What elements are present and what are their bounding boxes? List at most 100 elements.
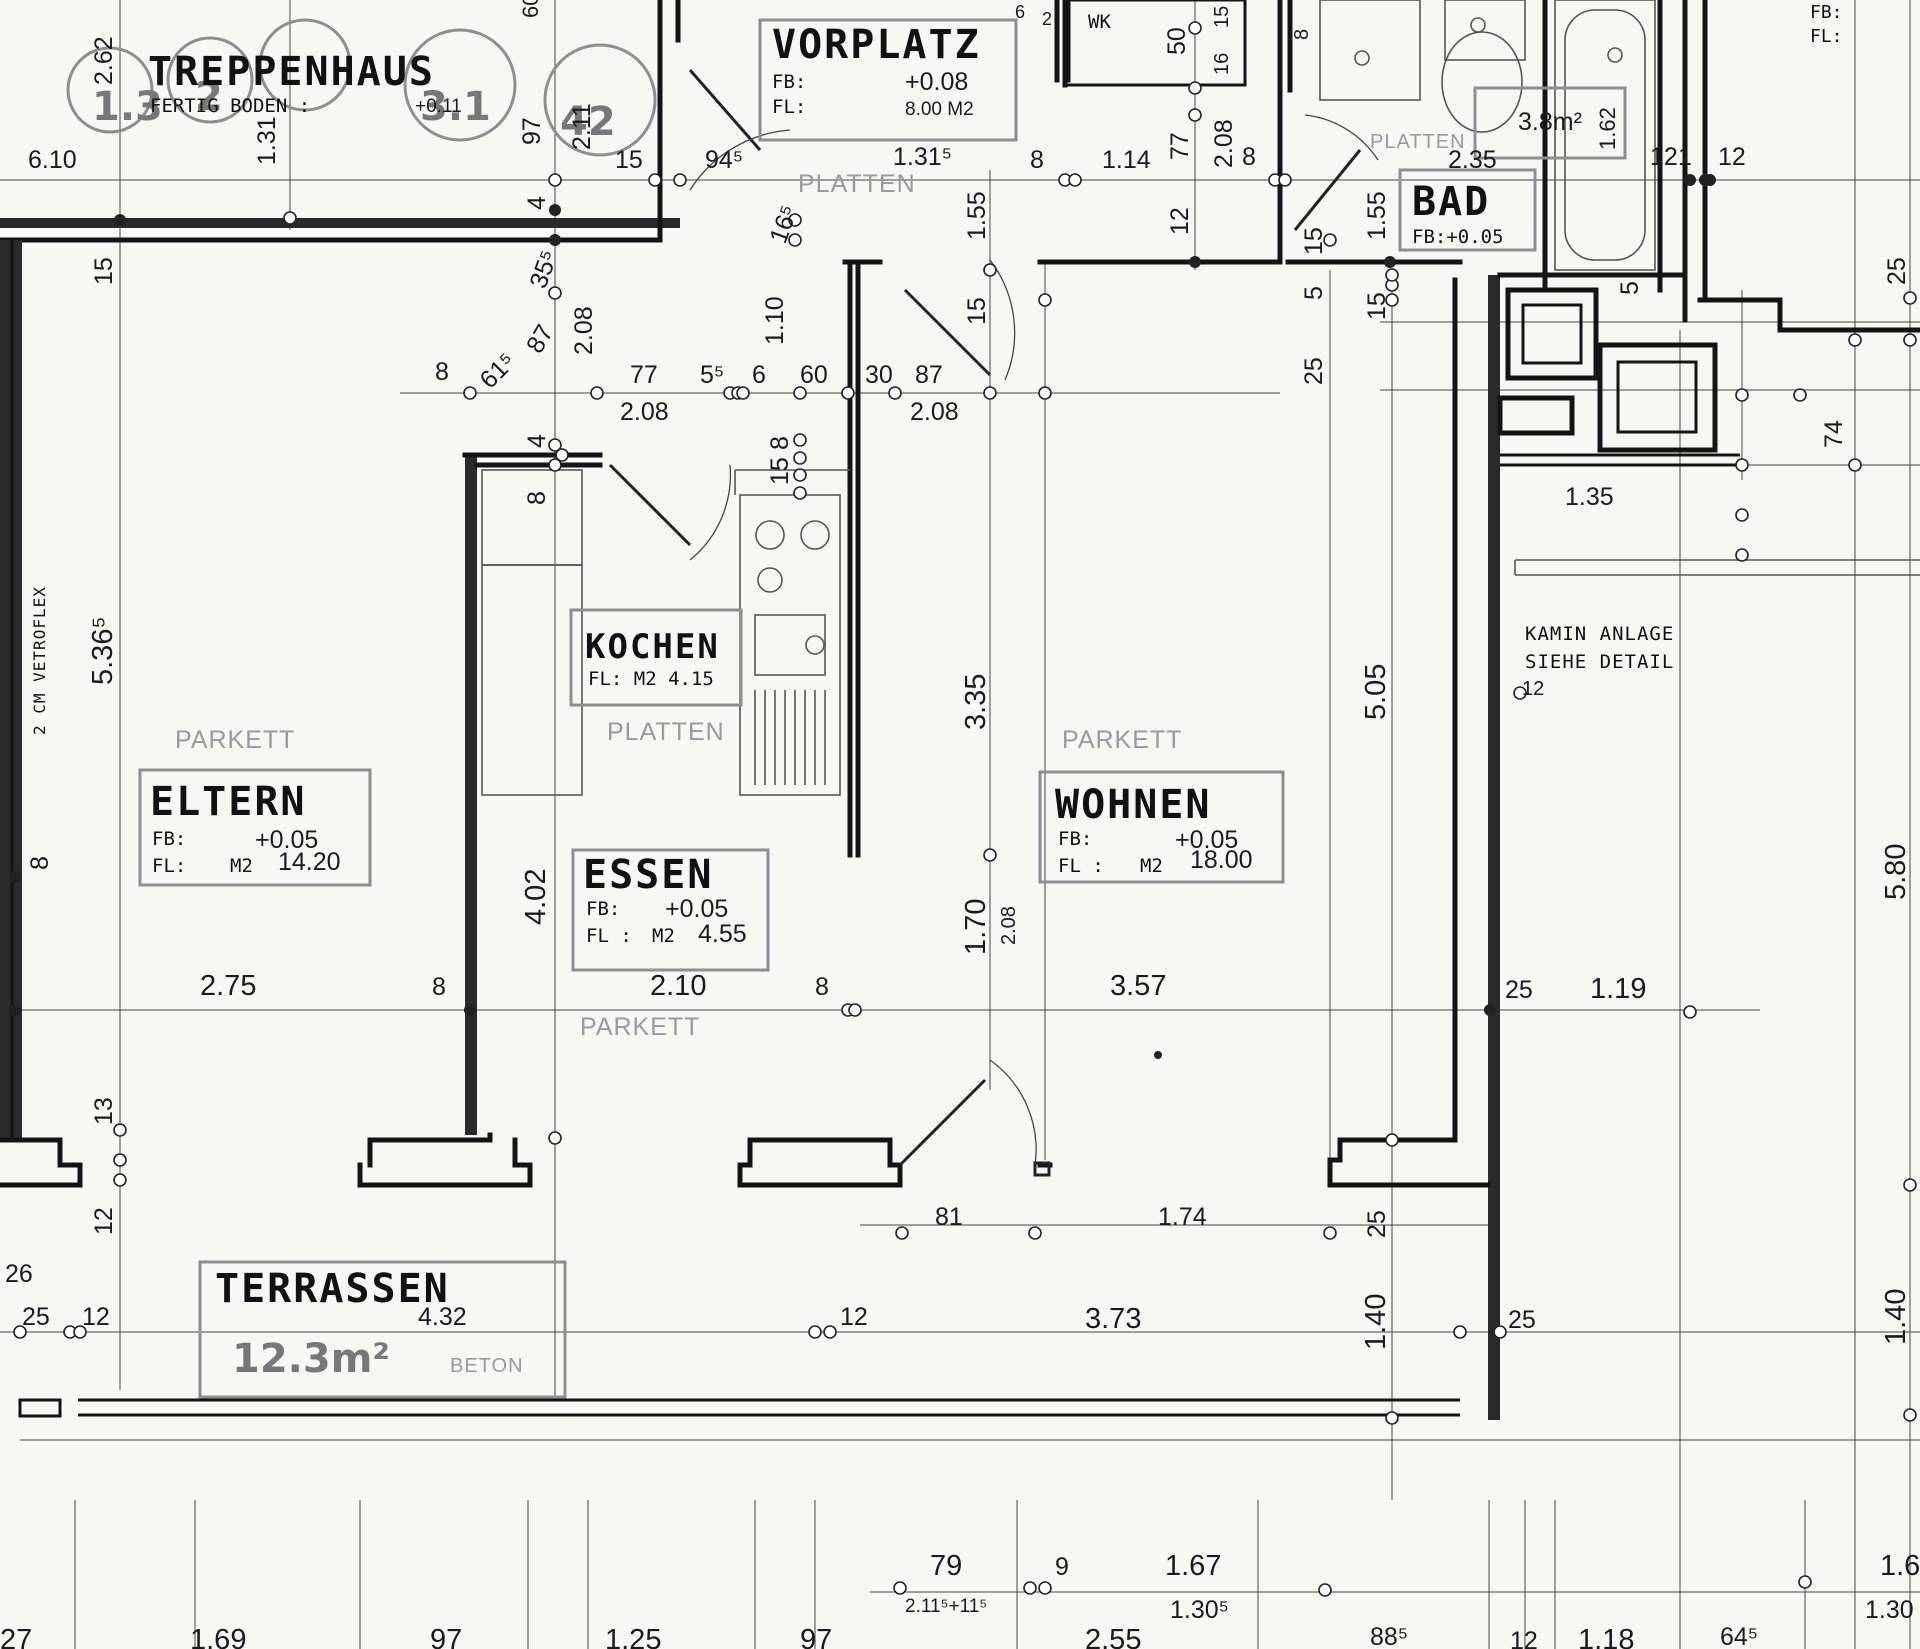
dim-label: 2 [1042,9,1052,29]
dim-label: 2.08 [570,306,598,355]
dim-label: 1 [1678,143,1692,171]
floor-materials: PLATTEN PLATTEN PLATTEN PARKETT PARKETT … [175,131,1465,1377]
room-eltern-fb-value: +0.05 [255,826,318,854]
dim-label: 87 [915,361,943,389]
dim-label: 1.19 [1590,973,1646,1005]
dim-label: 25 [1363,1210,1391,1238]
dim-label: 74 [1820,420,1848,448]
fixtures [481,0,1920,796]
dim-label: 1.70 [960,899,992,955]
door-kochen [608,463,692,547]
dim-label: 26 [5,1260,33,1288]
dim-label: 1.30 [1865,1596,1914,1624]
room-essen-fl-value: 4.55 [698,920,747,948]
drainboard [754,690,826,785]
room-treppenhaus-floor-value: +0.11 [415,96,462,117]
room-essen-name: ESSEN [583,852,713,898]
room-eltern-fl-value: 14.20 [278,848,341,876]
room-essen-fb-label: FB: [586,898,620,920]
sink [754,614,826,676]
dim-label: 8 [435,358,449,386]
notes: 2 CM VETROFLEX KAMIN ANLAGE SIEHE DETAIL… [30,2,1843,735]
bathtub [1554,0,1656,271]
dim-label: 15 [766,457,794,485]
dim-label: 5.80 [1880,844,1912,900]
room-kochen-fl: FL: M2 4.15 [588,668,714,690]
dim-label: 1.67 [1165,1550,1221,1582]
stamp-4: 42 [560,99,616,145]
dim-label: 15 [963,297,991,325]
room-essen-fb-value: +0.05 [665,895,728,923]
dim-label: 87 [521,320,559,358]
dim-label: 13 [90,1097,118,1125]
floor-beton: BETON [450,1355,524,1377]
dim-label: 1.18 [1578,1624,1634,1649]
floor-parkett-eltern: PARKETT [175,726,295,754]
dim-label: 3.57 [1110,970,1166,1002]
dim-label: 8 [766,436,794,450]
dim-label: 15 [1363,292,1391,320]
floor-platten-vorplatz: PLATTEN [798,170,916,198]
dim-label: 60 [518,0,543,18]
room-essen-fl-unit: M2 [652,925,675,947]
dim-label: 8 [432,973,446,1001]
room-wohnen-fl-value: 18.00 [1190,846,1253,874]
room-treppenhaus-floor-label: FERTIG BODEN : [150,95,310,117]
dim-label: 15 [1300,227,1328,255]
dim-label: 1.14 [1102,146,1151,174]
dim-label: 2.11 [568,103,596,150]
dim-label: 8 [1291,29,1313,40]
dim-label: 88⁵ [1370,1623,1408,1649]
door-treppenhaus [688,69,762,151]
door-vorplatz-wohnen [903,288,992,377]
stamp-2: 2 [195,74,223,120]
dim-label: 50 [1163,27,1191,55]
dim-label: 1.55 [1363,191,1391,240]
dim-label: 15 [615,146,643,174]
dim-label: 97 [430,1624,462,1649]
stamp-3: 3.1 [420,84,491,130]
room-vorplatz-fl-label: FL: [772,96,806,118]
room-eltern-fl-unit: M2 [230,855,253,877]
washbasin [1319,0,1421,101]
dim-label: 6 [1015,2,1025,22]
room-eltern-fb-label: FB: [152,828,186,850]
dim-label: 16 [1211,53,1233,75]
dim-label: 1.25 [605,1624,661,1649]
label-boxes [138,18,1627,1399]
room-labels: TREPPENHAUS FERTIG BODEN : +0.11 VORPLAT… [148,11,1582,1382]
dim-label: 77 [1166,132,1194,160]
dim-label: 97 [800,1624,832,1649]
stamp: 1.3 2 3.1 42 [66,18,657,157]
dim-label: 30 [865,361,893,389]
room-bad-name: BAD [1412,179,1490,225]
floor-parkett-essen: PARKETT [580,1013,700,1041]
room-vorplatz-fb-label: FB: [772,71,806,93]
note-fb-top: FB: [1810,2,1843,23]
dim-label: 12 [82,1303,110,1331]
dim-label: 2.08 [620,398,669,426]
dim-label: 2.10 [650,970,706,1002]
room-wohnen-fl-label: FL : [1058,855,1104,877]
dim-label: 5 [1300,286,1328,300]
dim-label: 61⁵ [474,347,521,394]
dim-label: 9 [1055,1553,1069,1581]
room-vorplatz-name: VORPLATZ [772,22,981,68]
dim-label: 27 [0,1624,32,1649]
dim-label: 4 [523,196,551,210]
toilet [1441,31,1523,133]
dim-label: 8 [26,856,54,870]
dim-label: 94⁵ [705,146,743,174]
doors [608,69,1379,1177]
dim-label: 1.74 [1158,1203,1207,1231]
room-wohnen-fb-value: +0.05 [1175,826,1238,854]
dim-label: 1.31⁵ [893,143,952,171]
dim-label: 8 [1242,143,1256,171]
dim-label: 60 [800,361,828,389]
dim-label: 77 [630,361,658,389]
dim-label: 4.02 [520,869,552,925]
dim-label: 12 [1510,1627,1538,1649]
